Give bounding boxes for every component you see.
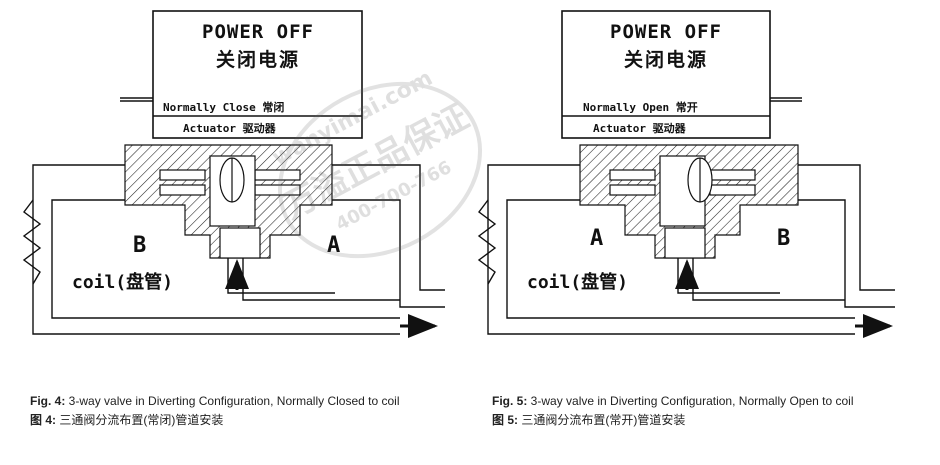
figure-5-diagram: POWER OFF 关闭电源 Normally Open 常开 Actuator… [477,10,895,338]
coil-symbol [22,199,42,285]
caption-prefix: Fig. 4: [30,394,66,408]
port-a-label: A [590,226,603,251]
power-off-cn-label: 关闭电源 [216,48,300,71]
actuator-box [152,10,363,139]
power-off-cn-label: 关闭电源 [624,48,708,71]
port-a-label: A [327,233,340,258]
port-b-label: B [777,226,790,251]
caption-cn-prefix: 图 4: [30,413,57,427]
figure-4-diagram: POWER OFF 关闭电源 Normally Close 常闭 Actuato… [22,10,445,338]
caption-cn-prefix: 图 5: [492,413,519,427]
coil-symbol [477,199,497,285]
caption-prefix: Fig. 5: [492,394,528,408]
valve-body [124,144,333,259]
coil-label: coil(盘管) [527,271,628,293]
caption-cn-text: 三通阀分流布置(常闭)管道安装 [59,413,224,427]
mode-label: Normally Open 常开 [583,100,698,114]
actuator-box [561,10,771,139]
caption-text: 3-way valve in Diverting Configuration, … [527,394,854,408]
coil-label: coil(盘管) [72,271,173,293]
figure-4-caption: Fig. 4: 3-way valve in Diverting Configu… [30,392,399,430]
port-b-label: B [133,233,146,258]
caption-text: 3-way valve in Diverting Configuration, … [65,394,400,408]
valve-body [579,144,799,259]
actuator-label: Actuator 驱动器 [593,121,687,135]
figure-5-caption: Fig. 5: 3-way valve in Diverting Configu… [492,392,853,430]
power-off-label: POWER OFF [202,21,314,43]
actuator-label: Actuator 驱动器 [183,121,277,135]
power-off-label: POWER OFF [610,21,722,43]
mode-label: Normally Close 常闭 [163,100,284,114]
caption-cn-text: 三通阀分流布置(常开)管道安装 [521,413,686,427]
